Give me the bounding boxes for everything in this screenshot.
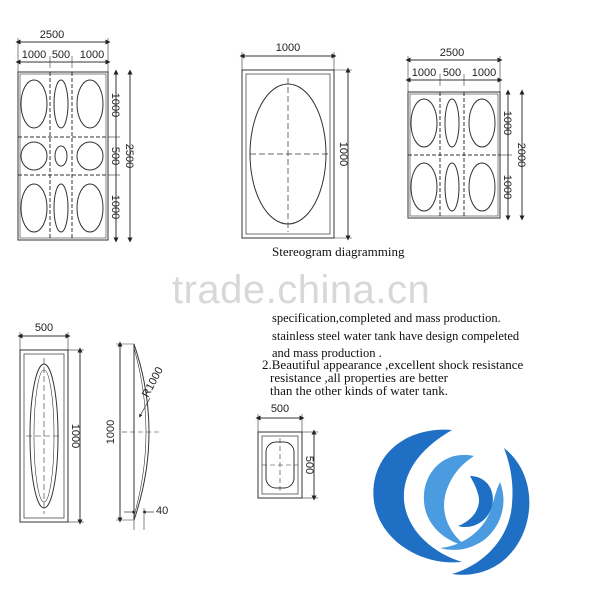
dim-top-3: 1000: [472, 67, 496, 79]
dim-right-total: 2000: [515, 143, 527, 167]
panel-outline: [257, 431, 303, 499]
panel-outline: [19, 349, 69, 523]
bulge-ellipse: [468, 98, 496, 148]
dim-right: 500: [303, 456, 315, 474]
dim-top-total: 2500: [40, 29, 64, 41]
dim-top: 1000: [276, 42, 300, 54]
panel-inner-outline: [19, 73, 107, 239]
bulge-ellipse: [410, 98, 438, 148]
description-line: resistance ,all properties are better: [270, 370, 448, 385]
bulge-ellipse: [20, 183, 48, 233]
dim-top-3: 1000: [80, 49, 104, 61]
panel-inner-outline: [23, 353, 65, 519]
logo-swoosh: [440, 482, 504, 550]
dim-top-2: 500: [443, 67, 461, 79]
brand-logo: [373, 429, 530, 575]
dim-left: 1000: [105, 420, 117, 444]
dim-right-2: 1000: [501, 175, 513, 199]
dim-right-3: 1000: [109, 195, 121, 219]
radius-leader: [139, 397, 151, 418]
description-line: and mass production .: [272, 346, 382, 360]
dim-top-1: 1000: [22, 49, 46, 61]
panel-1000x1000: [239, 52, 352, 241]
panel-2500x2000: [405, 56, 525, 221]
logo-swoosh: [423, 454, 474, 546]
bulge-ellipse: [76, 183, 104, 233]
panel-outline: [17, 71, 109, 241]
bulge-ellipse: [468, 162, 496, 212]
description-line: 2.Beautiful appearance ,excellent shock …: [262, 357, 524, 372]
side-profile: [116, 341, 162, 530]
dim-top-total: 2500: [440, 47, 464, 59]
dim-right-total: 2500: [123, 144, 135, 168]
bulge-ellipse: [76, 141, 104, 171]
panel-2500x2500: [15, 38, 133, 243]
dim-bottom: 40: [156, 505, 168, 517]
bulge-ellipse: [76, 79, 104, 129]
logo-swoosh: [373, 429, 462, 563]
dim-right-1: 1000: [109, 93, 121, 117]
panel-500x500: [255, 414, 318, 501]
dim-right-2: 500: [109, 147, 121, 165]
panel-inner-outline: [245, 73, 331, 235]
caption: Stereogram diagramming: [272, 244, 405, 259]
description-line: than the other kinds of water tank.: [270, 383, 448, 398]
bulge-ellipse: [53, 79, 69, 129]
bulge-ellipse: [54, 145, 68, 167]
watermark: trade.china.cn: [172, 268, 431, 312]
bulge-ellipse: [410, 162, 438, 212]
dim-top: 500: [35, 322, 53, 334]
bulge-ellipse: [20, 79, 48, 129]
dim-right: 1000: [69, 424, 81, 448]
bulge-ellipse: [20, 141, 48, 171]
description-line: stainless steel water tank have design c…: [272, 329, 520, 343]
dim-top: 500: [271, 403, 289, 415]
panel-500x1000: [17, 332, 84, 525]
bulge-ellipse: [53, 183, 69, 233]
logo-swoosh: [458, 476, 493, 528]
description-line: specification,completed and mass product…: [272, 311, 501, 325]
logo-swoosh: [452, 448, 530, 575]
bulge-ellipse: [444, 98, 460, 148]
panel-outline: [241, 69, 335, 239]
bulge-ellipse: [444, 162, 460, 212]
dim-right-1: 1000: [501, 111, 513, 135]
dim-top-1: 1000: [412, 67, 436, 79]
dim-right: 1000: [337, 142, 349, 166]
dim-top-2: 500: [52, 49, 70, 61]
